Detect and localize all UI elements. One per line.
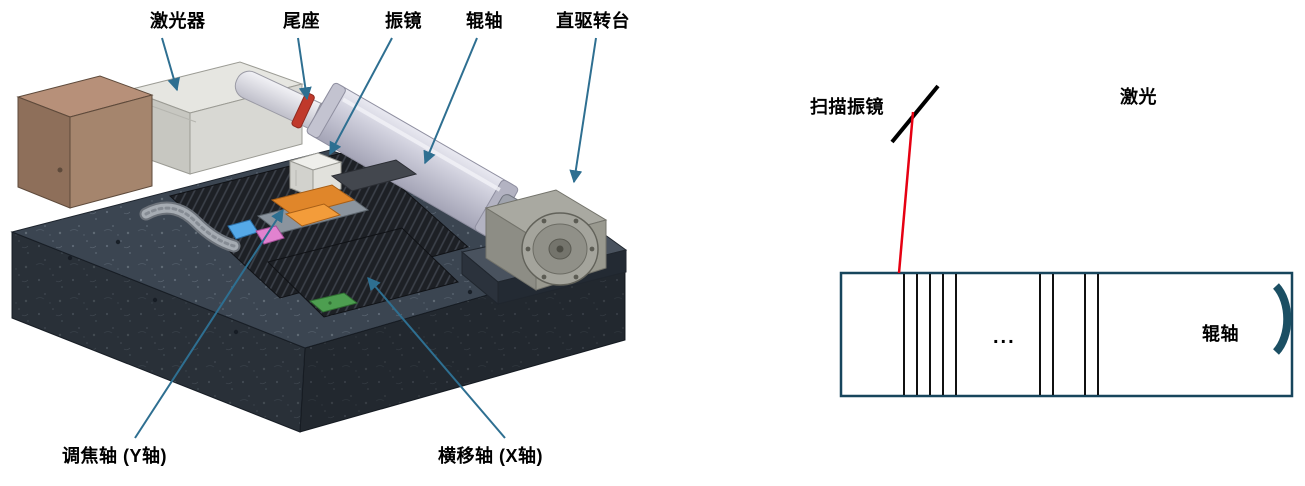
label-tailstock: 尾座 <box>283 11 320 31</box>
label-laser-beam: 激光 <box>1120 87 1157 107</box>
brown-control-box <box>16 75 154 209</box>
rotation-mark <box>1272 283 1292 355</box>
label-traverse-axis: 横移轴 (X轴) <box>438 446 543 466</box>
flange-bolts <box>525 218 595 280</box>
label-focus-axis: 调焦轴 (Y轴) <box>62 446 167 466</box>
label-roller-schematic: 辊轴 <box>1202 324 1239 344</box>
label-galvo: 振镜 <box>385 11 422 31</box>
label-turntable: 直驱转台 <box>556 11 630 31</box>
arrow-focus-axis <box>134 208 284 439</box>
callout-arrows <box>134 37 597 439</box>
electronics-box <box>330 159 418 192</box>
label-laser-device: 激光器 <box>150 11 206 31</box>
scan-mirror <box>890 84 940 144</box>
arrow-tailstock <box>297 37 312 101</box>
arrow-galvo <box>329 37 393 156</box>
label-ellipsis: ... <box>993 326 1016 348</box>
laser-housing <box>126 61 304 175</box>
laser-beam <box>897 111 915 274</box>
arrow-roller <box>423 37 478 165</box>
arrow-laser-device <box>161 37 181 92</box>
turntable-motor <box>484 189 608 291</box>
cable-chain <box>139 201 241 253</box>
arrow-traverse-axis <box>367 277 506 439</box>
engraved-lines <box>903 274 1099 395</box>
arrow-turntable <box>569 37 597 184</box>
schematic-view <box>839 84 1294 398</box>
pcb-board <box>308 292 359 313</box>
xy-stage-parts <box>227 184 370 245</box>
label-roller: 辊轴 <box>466 11 503 31</box>
label-scan-galvo: 扫描振镜 <box>810 97 884 117</box>
machine-3d-view <box>10 37 628 439</box>
heatsink-plates <box>168 148 470 318</box>
